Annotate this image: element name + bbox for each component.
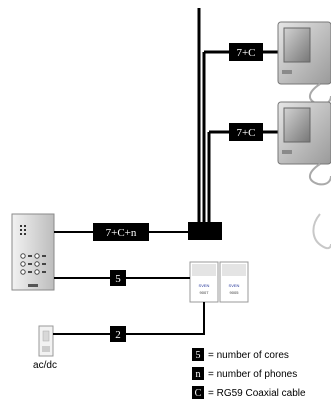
legend-desc: = RG59 Coaxial cable — [208, 388, 306, 399]
acdc-adapter — [38, 325, 54, 357]
psu-model: 9007 — [200, 290, 210, 295]
legend-key: 5 — [196, 350, 201, 361]
cable-label-text: 7+C — [236, 127, 255, 139]
psu-brand: SVEN — [199, 283, 210, 288]
legend-item-phones: n = number of phones — [192, 367, 297, 380]
acdc-psu-cable — [53, 302, 205, 335]
speaker-grille — [20, 225, 26, 235]
power-supply-9007: SVEN 9007 — [189, 261, 219, 303]
cable-label-text: 7+C — [236, 47, 255, 59]
legend-desc: = number of phones — [208, 369, 297, 380]
cable-label-text: 2 — [115, 329, 121, 341]
legend-key: n — [196, 369, 201, 380]
cable-label-monitor-bottom: 7+C — [229, 123, 263, 141]
cable-label-panel-psu: 5 — [110, 270, 126, 286]
trunk-cable — [197, 8, 283, 232]
call-buttons — [20, 253, 40, 275]
power-supply-9005: SVEN 9005 — [219, 261, 249, 303]
legend-desc: = number of cores — [208, 350, 289, 361]
door-panel — [11, 213, 55, 291]
monitor-bottom — [277, 101, 331, 250]
legend-item-cores: 5 = number of cores — [192, 348, 289, 361]
junction-box — [188, 222, 222, 240]
acdc-label: ac/dc — [33, 360, 57, 371]
monitor-top — [277, 21, 331, 106]
cable-label-panel-trunk: 7+C+n — [93, 223, 149, 241]
psu-brand: SVEN — [229, 283, 240, 288]
legend: 5 = number of cores n = number of phones… — [192, 348, 306, 399]
cable-label-text: 7+C+n — [106, 227, 137, 239]
cable-label-acdc-psu: 2 — [110, 326, 126, 342]
legend-key: C — [195, 388, 202, 399]
cable-label-text: 5 — [115, 273, 121, 285]
cable-label-monitor-top: 7+C — [229, 43, 263, 61]
legend-item-coax: C = RG59 Coaxial cable — [192, 386, 306, 399]
psu-model: 9005 — [230, 290, 240, 295]
